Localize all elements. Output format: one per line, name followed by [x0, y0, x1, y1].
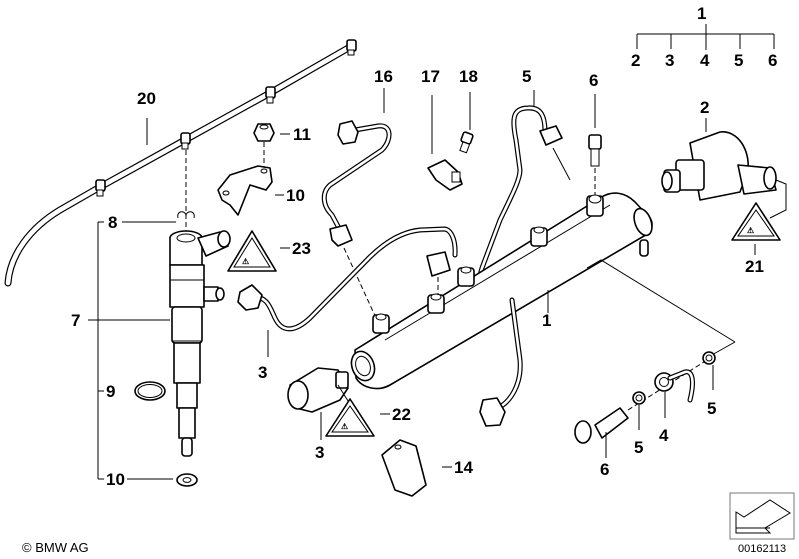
callout-warning-label-21: 21 [745, 257, 764, 276]
callout-injector-o-ring: 9 [106, 382, 115, 401]
callout-banjo-bolt: 6 [600, 460, 609, 479]
callout-fuel-line-cap: 14 [454, 458, 473, 477]
callout-line-holder: 17 [421, 67, 440, 86]
callout-leak-oil-line: 20 [137, 89, 156, 108]
bracket-child-label: 4 [700, 51, 710, 70]
callout-fuel-line-17: 16 [374, 67, 393, 86]
pressure-sensor-part: 3 [287, 367, 349, 462]
callout-injector-clip: 8 [108, 213, 117, 232]
rail-bolt-part: 6 [588, 71, 602, 167]
warning-glyph-icon: ⚠ [242, 257, 249, 266]
warning-label-22-part: ⚠ 22 [325, 398, 411, 437]
callout-pressure-regulator: 2 [700, 98, 709, 117]
callout-warning-label-23: 23 [292, 239, 311, 258]
copyright-text: © BMW AG [22, 540, 89, 555]
clamp-nut-part: 11 [253, 123, 311, 144]
warning-glyph-icon: ⚠ [747, 226, 754, 235]
warning-label-21-part: ⚠ 21 [731, 202, 781, 276]
group-bracket: 1 2 3 4 5 6 [631, 4, 777, 70]
bracket-parent-label: 1 [697, 4, 706, 23]
warning-glyph-icon: ⚠ [341, 422, 348, 431]
injector-part [134, 211, 231, 487]
callout-banjo-fitting: 4 [659, 426, 669, 445]
callout-pressure-sensor: 3 [315, 443, 324, 462]
callout-warning-label-22: 22 [392, 405, 411, 424]
leak-oil-line-part: 20 [4, 39, 357, 287]
bracket-child-label: 3 [665, 51, 674, 70]
banjo-bolt-part: 6 [574, 407, 629, 479]
drawing-number: 00162113 [738, 543, 786, 555]
fuel-rail-part: 1 [350, 192, 653, 390]
bracket-child-label: 2 [631, 51, 640, 70]
fuel-line-16-part: 3 [237, 226, 458, 382]
fuel-line-cap-part: 14 [381, 439, 473, 497]
callout-injector: 7 [71, 311, 80, 330]
callout-seal-ring-right: 5 [707, 399, 716, 418]
view-direction-icon [729, 492, 795, 540]
callout-rail-bolt: 6 [589, 71, 598, 90]
injector-clamp-part: 10 [217, 165, 305, 216]
callout-seal-ring-left: 5 [634, 438, 643, 457]
callout-holder-screw: 18 [459, 67, 478, 86]
line-holder-part: 17 [421, 67, 463, 191]
seal-ring-left-part: 5 [632, 391, 646, 457]
callout-fuel-line-14: 5 [522, 67, 531, 86]
callout-injector-washer: 10 [106, 470, 125, 489]
fuel-line-17-part: 16 [321, 67, 393, 247]
callout-fuel-line-16: 3 [258, 363, 267, 382]
pressure-regulator-part: 2 [661, 98, 787, 219]
holder-screw-part: 18 [459, 67, 478, 154]
bracket-child-label: 6 [768, 51, 777, 70]
banjo-fitting-part: 4 [654, 369, 695, 445]
callout-rail: 1 [542, 311, 551, 330]
callout-injector-clamp: 10 [286, 186, 305, 205]
bracket-child-label: 5 [734, 51, 743, 70]
seal-ring-right-part: 5 [702, 351, 716, 418]
callout-clamp-nut: 11 [293, 125, 311, 144]
warning-label-23-part: ⚠ 23 [227, 230, 311, 272]
injector-bracket: 8 7 9 10 [71, 213, 176, 489]
